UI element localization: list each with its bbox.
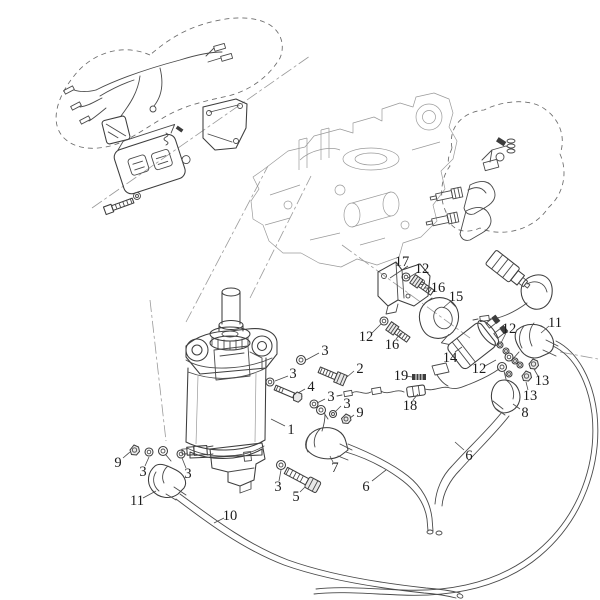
callout-3: 3 [139, 464, 146, 480]
bolt-16 [409, 274, 435, 296]
callout-4: 4 [307, 379, 315, 395]
callout-3: 3 [184, 466, 191, 482]
top-bracket [185, 328, 278, 381]
cdi-bolt [102, 197, 135, 216]
callout-2: 2 [356, 361, 363, 377]
terminal-stud [181, 444, 214, 456]
callout-leader [213, 517, 225, 524]
bolt-16 [385, 321, 411, 343]
starter-motor-drawing [181, 287, 278, 494]
bolt-5 [283, 466, 322, 493]
callout-leader [270, 418, 286, 427]
callout-leader [144, 456, 150, 467]
callout-leader [334, 405, 342, 413]
callout-14: 14 [443, 350, 458, 366]
stud-4 [273, 384, 303, 403]
callout-leader [512, 403, 521, 410]
callout-12: 12 [415, 261, 430, 277]
callout-3: 3 [327, 389, 334, 405]
solenoid-assembly-drawing [377, 261, 540, 382]
spark-plugs-ref [425, 101, 565, 241]
callout-leader [405, 375, 413, 378]
callout-leader [454, 441, 465, 451]
callout-leader [274, 375, 289, 382]
callout-18: 18 [403, 398, 418, 414]
callout-leader [412, 393, 419, 401]
starter-hardware-drawing [265, 354, 352, 493]
callout-12: 12 [502, 321, 517, 337]
callout-leader [395, 332, 402, 340]
callout-16: 16 [431, 280, 446, 296]
callout-leader [484, 359, 497, 367]
callout-7: 7 [331, 460, 338, 476]
clip-19 [412, 374, 426, 380]
mount-flange [209, 442, 266, 494]
callout-leader [371, 323, 382, 334]
callout-leader [407, 271, 419, 279]
callout-17: 17 [395, 254, 410, 270]
callout-leader [305, 352, 320, 361]
callout-16: 16 [385, 337, 400, 353]
construction-lines [91, 55, 599, 442]
callout-3: 3 [321, 343, 328, 359]
callout-leader [346, 370, 355, 378]
callout-6: 6 [362, 479, 369, 495]
callout-leader [349, 414, 355, 419]
callout-leader [454, 346, 463, 353]
terminal-hardware [496, 341, 540, 382]
callout-15: 15 [449, 289, 464, 305]
pinion-gear [209, 326, 251, 351]
callout-leader [181, 457, 187, 469]
plug-clamp [481, 137, 516, 172]
small-fasteners [163, 125, 184, 146]
engine-block-ref [250, 92, 458, 268]
callout-leader [442, 300, 452, 309]
callout-leader [500, 332, 507, 344]
callout-leader [540, 325, 550, 334]
callout-12: 12 [472, 361, 487, 377]
callout-12: 12 [359, 329, 374, 345]
callout-11: 11 [548, 315, 562, 331]
solenoid-cover-15 [418, 297, 460, 339]
callout-leader [297, 388, 306, 394]
cdi-bracket [202, 98, 248, 151]
callout-9: 9 [114, 455, 121, 471]
callout-1: 1 [287, 422, 294, 438]
callout-10: 10 [223, 508, 238, 524]
callout-11: 11 [130, 493, 144, 509]
harness-connectors [63, 42, 234, 125]
wiring-harness-ref [55, 17, 283, 149]
callout-leader [122, 451, 131, 459]
callout-13: 13 [535, 373, 550, 389]
callout-leader [525, 381, 529, 391]
harness-relay-box [101, 115, 131, 145]
callout-3: 3 [274, 479, 281, 495]
spark-plug [429, 186, 464, 202]
callout-19: 19 [394, 368, 409, 384]
callout-leader [329, 455, 334, 463]
callout-leader [371, 469, 387, 482]
callout-6: 6 [465, 448, 472, 464]
callout-3: 3 [343, 396, 350, 412]
callout-leader [142, 490, 157, 499]
spark-plug [425, 211, 460, 227]
oil-pressure-switch-drawing [472, 250, 553, 322]
callout-3: 3 [289, 366, 296, 382]
callout-leader [533, 368, 539, 377]
battery-cable-drawing [129, 322, 599, 599]
motor-body [185, 357, 267, 459]
bolt-2 [317, 366, 348, 387]
callout-leader [316, 398, 326, 404]
callout-5: 5 [292, 489, 299, 505]
callout-leader [299, 486, 306, 493]
cdi-unit-drawing [102, 98, 248, 216]
callout-9: 9 [356, 405, 363, 421]
callout-8: 8 [521, 405, 528, 421]
callout-leader [278, 469, 282, 482]
callout-leader [389, 265, 409, 279]
callout-13: 13 [523, 388, 538, 404]
